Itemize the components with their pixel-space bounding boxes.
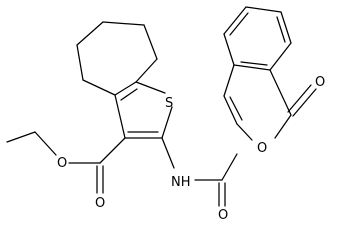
bond [236,123,253,141]
benzene-ring [223,6,292,71]
bond [6,131,36,143]
bond [99,137,126,164]
bond [280,11,292,44]
amide-linker [161,137,238,207]
bond [76,21,104,46]
bond [274,114,292,139]
bond [292,88,317,117]
bond [269,69,292,116]
amide-oxygen-label: O [218,208,228,219]
lactone-ring-oxygen-label: O [257,141,267,156]
pyranone-ring [223,64,317,141]
bond [276,16,286,43]
bond [223,64,235,97]
thiophene-ring [114,81,173,139]
bond [221,153,238,181]
bond [269,42,292,71]
bond [161,106,173,139]
chemical-structure-diagram: S NH O O O O O [6,6,325,219]
bond [223,95,238,125]
bond [161,137,175,169]
bond [240,61,268,66]
bond [76,44,84,81]
bond [223,33,235,66]
bond [287,84,312,113]
bond [102,21,145,26]
ester-carbonyl-oxygen-label: O [95,196,105,211]
bond [135,81,166,94]
bond [245,6,282,13]
bond [114,81,137,96]
bond [143,24,158,60]
atom-labels: S NH O O O O O [57,75,325,219]
bond [135,58,158,83]
lactone-carbonyl-oxygen-label: O [315,75,325,90]
bond [114,94,126,139]
amide-nh-label: NH [171,175,191,190]
sulfur-label: S [165,96,173,111]
bond [229,96,243,121]
bond [229,12,249,36]
bond [233,64,271,71]
bond [120,88,138,101]
bond [34,131,57,156]
ethyl-ester-group [6,131,126,194]
bond [223,6,247,35]
cyclohexene-ring [76,21,158,96]
ester-ether-oxygen-label: O [57,156,67,171]
bond [82,79,116,96]
